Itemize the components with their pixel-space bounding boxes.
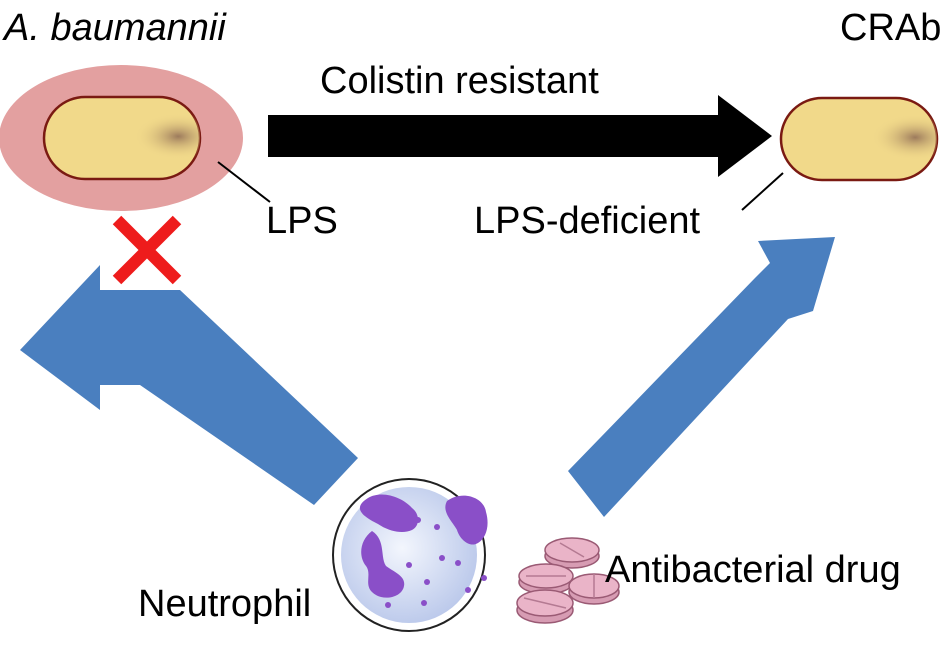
antibacterial-drug-label: Antibacterial drug: [605, 549, 901, 591]
pills-icon: [516, 537, 620, 624]
lps-label: LPS: [266, 200, 338, 242]
pill: [516, 589, 574, 624]
neutrophil-label: Neutrophil: [138, 583, 311, 625]
lps-leader-line: [217, 161, 271, 203]
pill: [544, 537, 600, 569]
resistant-bacterium: [779, 96, 939, 182]
bacterium-shading: [44, 97, 200, 179]
nucleus: [445, 495, 488, 545]
colistin-resistance-arrow: [268, 95, 772, 177]
neutrophil-attack-arrow: [20, 265, 358, 505]
neutrophil-cell-icon: [332, 478, 488, 632]
colistin-resistant-label: Colistin resistant: [320, 60, 599, 102]
pill: [568, 573, 620, 605]
bacterium-shading: [781, 98, 937, 180]
wild-type-label: A. baumannii: [2, 7, 227, 49]
lps-deficient-leader-line: [741, 172, 784, 211]
nucleus: [359, 494, 418, 532]
wild-type-bacterium: [0, 65, 243, 211]
resistant-strain-label: CRAb: [840, 7, 941, 49]
nucleus: [361, 531, 405, 598]
pill: [518, 563, 574, 595]
lps-deficient-label: LPS-deficient: [474, 200, 700, 242]
cross-icon: [112, 215, 182, 285]
neutrophil-drug-clearance-arrow: [568, 237, 835, 517]
